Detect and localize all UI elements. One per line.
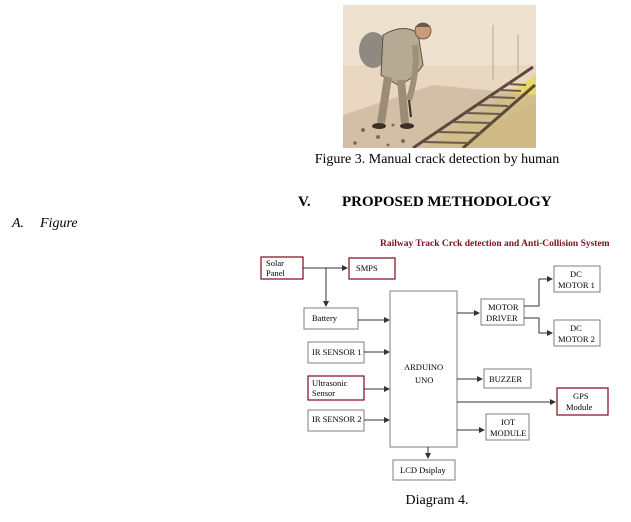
- lcd-label: LCD Dsiplay: [400, 465, 446, 475]
- diagram-4-caption: Diagram 4.: [405, 493, 469, 508]
- battery-label: Battery: [312, 313, 338, 323]
- section-heading: V. PROPOSED METHODOLOGY: [298, 194, 552, 211]
- subsection-title: Figure: [40, 216, 78, 231]
- dc-motor-2-label-2: MOTOR 2: [558, 334, 595, 344]
- lcd-display-block: LCD Dsiplay: [392, 459, 456, 481]
- subsection-letter: A.: [12, 216, 25, 231]
- iot-label-2: MODULE: [490, 428, 526, 438]
- section-number: V.: [298, 194, 311, 210]
- solar-panel-label-1: Solar: [266, 258, 284, 268]
- arduino-label-2: UNO: [415, 375, 433, 385]
- buzzer-block: BUZZER: [483, 368, 532, 389]
- ir-sensor-1-label: IR SENSOR 1: [312, 347, 362, 357]
- dc-motor-1-label-1: DC: [570, 269, 582, 279]
- ultrasonic-label-1: Ultrasonic: [312, 378, 348, 388]
- gps-module-block: GPS Module: [556, 387, 609, 416]
- battery-block: Battery: [303, 307, 359, 330]
- figure-3-caption: Figure 3. Manual crack detection by huma…: [314, 152, 560, 167]
- section-title: PROPOSED METHODOLOGY: [342, 194, 552, 210]
- motor-driver-block: MOTOR DRIVER: [480, 298, 525, 326]
- smps-block: SMPS: [348, 257, 396, 280]
- solar-panel-block: Solar Panel: [260, 256, 304, 280]
- subsection-heading: A. Figure: [12, 216, 78, 232]
- buzzer-label: BUZZER: [489, 374, 522, 384]
- diagram-title: Railway Track Crck detection and Anti-Co…: [380, 239, 610, 249]
- dc-motor-2-label-1: DC: [570, 323, 582, 333]
- iot-module-block: IOT MODULE: [485, 413, 530, 441]
- ultrasonic-sensor-block: Ultrasonic Sensor: [307, 375, 365, 401]
- block-diagram: Railway Track Crck detection and Anti-Co…: [252, 234, 622, 484]
- iot-label-1: IOT: [501, 417, 516, 427]
- motor-driver-label-1: MOTOR: [488, 302, 519, 312]
- gps-label-1: GPS: [573, 391, 589, 401]
- dc-motor-1-label-2: MOTOR 1: [558, 280, 595, 290]
- dc-motor-2-block: DC MOTOR 2: [553, 319, 601, 347]
- ultrasonic-label-2: Sensor: [312, 388, 335, 398]
- ir-sensor-1-block: IR SENSOR 1: [307, 341, 365, 364]
- motor-driver-label-2: DRIVER: [486, 313, 518, 323]
- dc-motor-1-block: DC MOTOR 1: [553, 265, 601, 293]
- diagram-connectors: [303, 265, 556, 459]
- ir-sensor-2-block: IR SENSOR 2: [307, 409, 365, 432]
- arduino-uno-block: ARDUINO UNO: [389, 290, 458, 448]
- gps-label-2: Module: [566, 402, 593, 412]
- smps-label: SMPS: [356, 263, 378, 273]
- manual-inspection-illustration: [343, 5, 536, 148]
- solar-panel-label-2: Panel: [266, 268, 286, 278]
- arduino-label-1: ARDUINO: [404, 362, 443, 372]
- ir-sensor-2-label: IR SENSOR 2: [312, 414, 362, 424]
